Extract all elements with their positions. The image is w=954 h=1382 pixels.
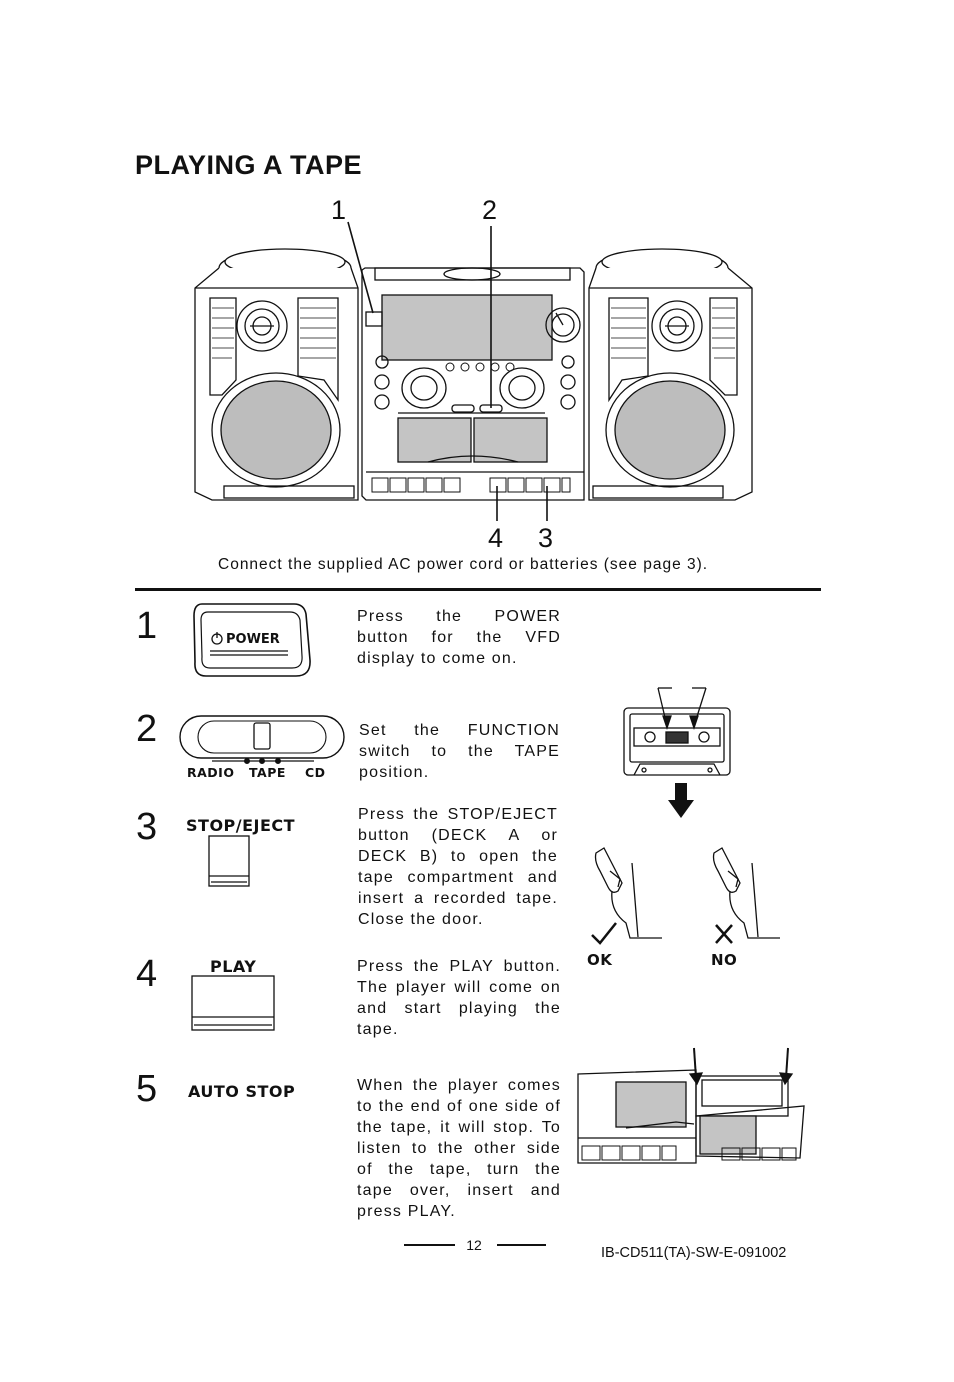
step-1-number: 1	[136, 605, 158, 647]
function-switch-illustration	[179, 715, 345, 764]
left-speaker	[194, 248, 359, 501]
page-number-rules	[404, 1244, 546, 1246]
stop-eject-button-illustration	[208, 835, 250, 887]
stereo-system-illustration	[194, 221, 753, 521]
stop-eject-label: STOP/EJECT	[186, 816, 296, 835]
auto-stop-label: AUTO STOP	[188, 1082, 296, 1101]
callout-4: 4	[488, 523, 504, 553]
step-2-text: Set the FUNCTION switch to the TAPE posi…	[359, 722, 560, 781]
step-3-number: 3	[136, 806, 158, 848]
section-divider	[135, 588, 821, 591]
callout-2: 2	[482, 195, 498, 225]
down-arrow-icon	[668, 783, 694, 818]
tape-deck-illustration	[577, 1047, 805, 1164]
play-button-illustration	[191, 975, 275, 1031]
right-speaker	[588, 248, 753, 501]
main-unit	[361, 267, 585, 501]
document-code: IB-CD511(TA)-SW-E-091002	[601, 1245, 787, 1261]
step-2-number: 2	[136, 708, 158, 750]
power-note: Connect the supplied AC power cord or ba…	[218, 556, 709, 573]
step-5-number: 5	[136, 1068, 158, 1110]
switch-label-cd: CD	[305, 765, 326, 780]
switch-label-radio: RADIO	[187, 765, 235, 780]
play-label: PLAY	[210, 957, 257, 976]
power-button-illustration	[193, 603, 311, 677]
page-title: PLAYING A TAPE	[135, 150, 363, 180]
insertion-direction-illustration	[591, 847, 780, 945]
step-5-text: When the player comes to the end of one …	[357, 1077, 561, 1220]
no-mark: NO	[711, 951, 738, 969]
switch-label-tape: TAPE	[249, 765, 286, 780]
callout-3: 3	[538, 523, 554, 553]
power-button-label: POWER	[226, 632, 280, 647]
page-number: 12	[466, 1237, 482, 1253]
ok-mark: OK	[587, 951, 613, 969]
step-3-text: Press the STOP/EJECT button (DECK A or D…	[358, 806, 558, 928]
cassette-insert-illustration	[623, 687, 731, 776]
step-1-text: Press the POWER button for the VFD displ…	[357, 608, 561, 667]
step-4-text: Press the PLAY button. The player will c…	[357, 958, 561, 1038]
step-4-number: 4	[136, 953, 158, 995]
callout-1: 1	[331, 195, 347, 225]
